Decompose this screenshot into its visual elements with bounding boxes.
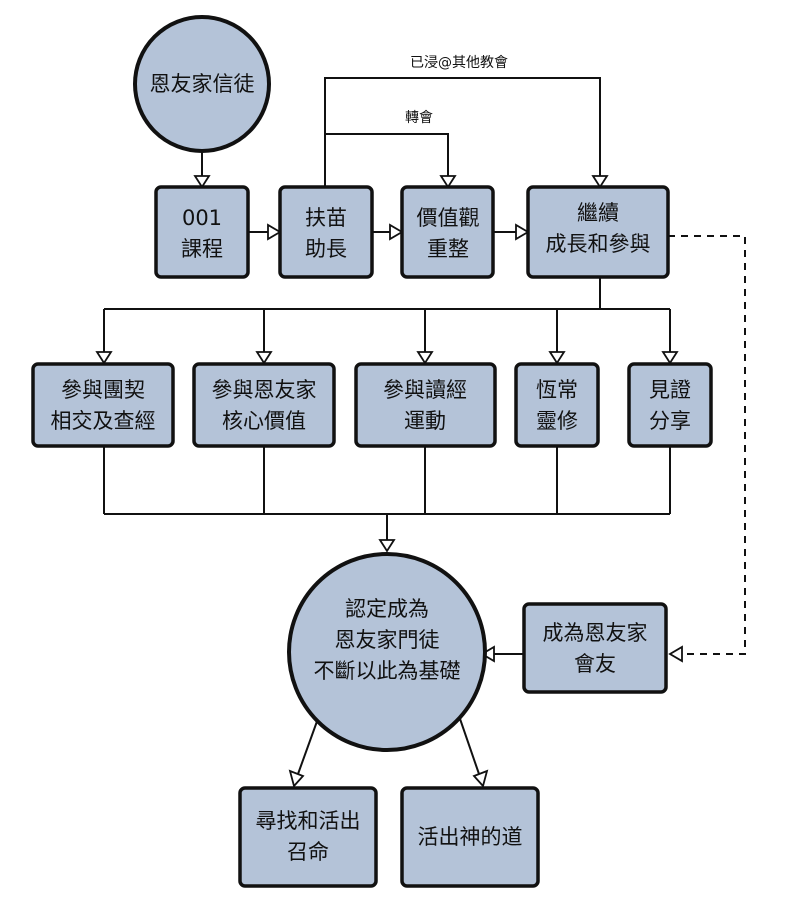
node-fellowship-line2: 相交及查經	[51, 409, 156, 433]
node-core-values-line1: 參與恩友家	[212, 378, 317, 402]
node-continue-growth-line2: 成長和參與	[546, 232, 651, 256]
arrowhead	[661, 351, 679, 365]
node-member-line1: 成為恩友家	[543, 621, 648, 645]
node-continue-growth: 繼續 成長和參與	[526, 185, 670, 279]
arrowhead	[378, 539, 396, 553]
node-devotion: 恆常 靈修	[514, 362, 600, 448]
arrowhead	[591, 175, 609, 189]
node-start: 恩友家信徒	[133, 15, 271, 153]
node-reading-movement-line1: 參與讀經	[383, 378, 467, 402]
arrowhead	[416, 351, 434, 365]
node-calling-line1: 尋找和活出	[256, 809, 361, 833]
node-course-001: 001 課程	[154, 185, 250, 279]
node-calling: 尋找和活出 召命	[238, 786, 378, 888]
arrowhead	[515, 223, 530, 241]
node-nurture-line2: 助長	[305, 237, 347, 261]
node-reading-movement: 參與讀經 運動	[354, 362, 497, 448]
node-values-reset: 價值觀 重整	[400, 185, 495, 279]
node-nurture: 扶苗 助長	[278, 185, 374, 279]
arrowhead	[193, 175, 211, 189]
arrowhead	[288, 769, 305, 788]
node-live-word-line1: 活出神的道	[418, 825, 523, 849]
node-values-reset-line2: 重整	[427, 237, 469, 261]
arrowhead	[389, 223, 404, 241]
node-continue-growth-line1: 繼續	[577, 201, 619, 225]
node-reading-movement-line2: 運動	[404, 409, 446, 433]
node-devotion-line1: 恆常	[536, 378, 578, 402]
edge-baptized-elsewhere	[324, 77, 601, 186]
node-disciple-line2: 恩友家門徒	[335, 628, 440, 652]
node-disciple-line3: 不斷以此為基礎	[314, 659, 461, 683]
edge-disciple-to-calling	[297, 712, 321, 775]
edge-transfer	[325, 133, 449, 176]
node-nurture-line1: 扶苗	[305, 206, 347, 230]
node-disciple: 認定成為 恩友家門徒 不斷以此為基礎	[287, 552, 487, 752]
node-start-label: 恩友家信徒	[150, 72, 255, 96]
node-testimony: 見證 分享	[627, 362, 713, 448]
edge-label-transfer: 轉會	[405, 110, 433, 126]
node-fellowship: 參與團契 相交及查經	[31, 362, 175, 448]
edge-continue-to-member	[668, 235, 746, 655]
arrowhead	[439, 175, 457, 189]
arrowhead	[95, 351, 113, 365]
node-calling-line2: 召命	[287, 840, 329, 864]
node-course-001-line2: 課程	[181, 237, 223, 261]
arrowhead	[267, 223, 282, 241]
arrowhead	[548, 351, 566, 365]
node-devotion-line2: 靈修	[536, 409, 578, 433]
arrowhead	[472, 769, 489, 788]
node-core-values: 參與恩友家 核心價值	[192, 362, 336, 448]
node-values-reset-line1: 價值觀	[417, 206, 480, 230]
node-course-001-line1: 001	[182, 206, 222, 230]
node-member: 成為恩友家 會友	[522, 602, 668, 694]
node-disciple-line1: 認定成為	[345, 597, 429, 621]
node-live-word: 活出神的道	[400, 786, 540, 888]
node-member-line2: 會友	[574, 652, 616, 676]
edge-disciple-to-live-word	[457, 712, 480, 775]
node-core-values-line2: 核心價值	[222, 409, 306, 433]
edge-label-baptized-elsewhere: 已浸@其他教會	[410, 55, 508, 71]
arrowhead	[480, 645, 495, 663]
node-testimony-line2: 分享	[649, 409, 691, 433]
node-fellowship-line1: 參與團契	[61, 378, 145, 402]
arrowhead	[255, 351, 273, 365]
arrowhead	[668, 645, 683, 663]
node-testimony-line1: 見證	[649, 378, 691, 402]
